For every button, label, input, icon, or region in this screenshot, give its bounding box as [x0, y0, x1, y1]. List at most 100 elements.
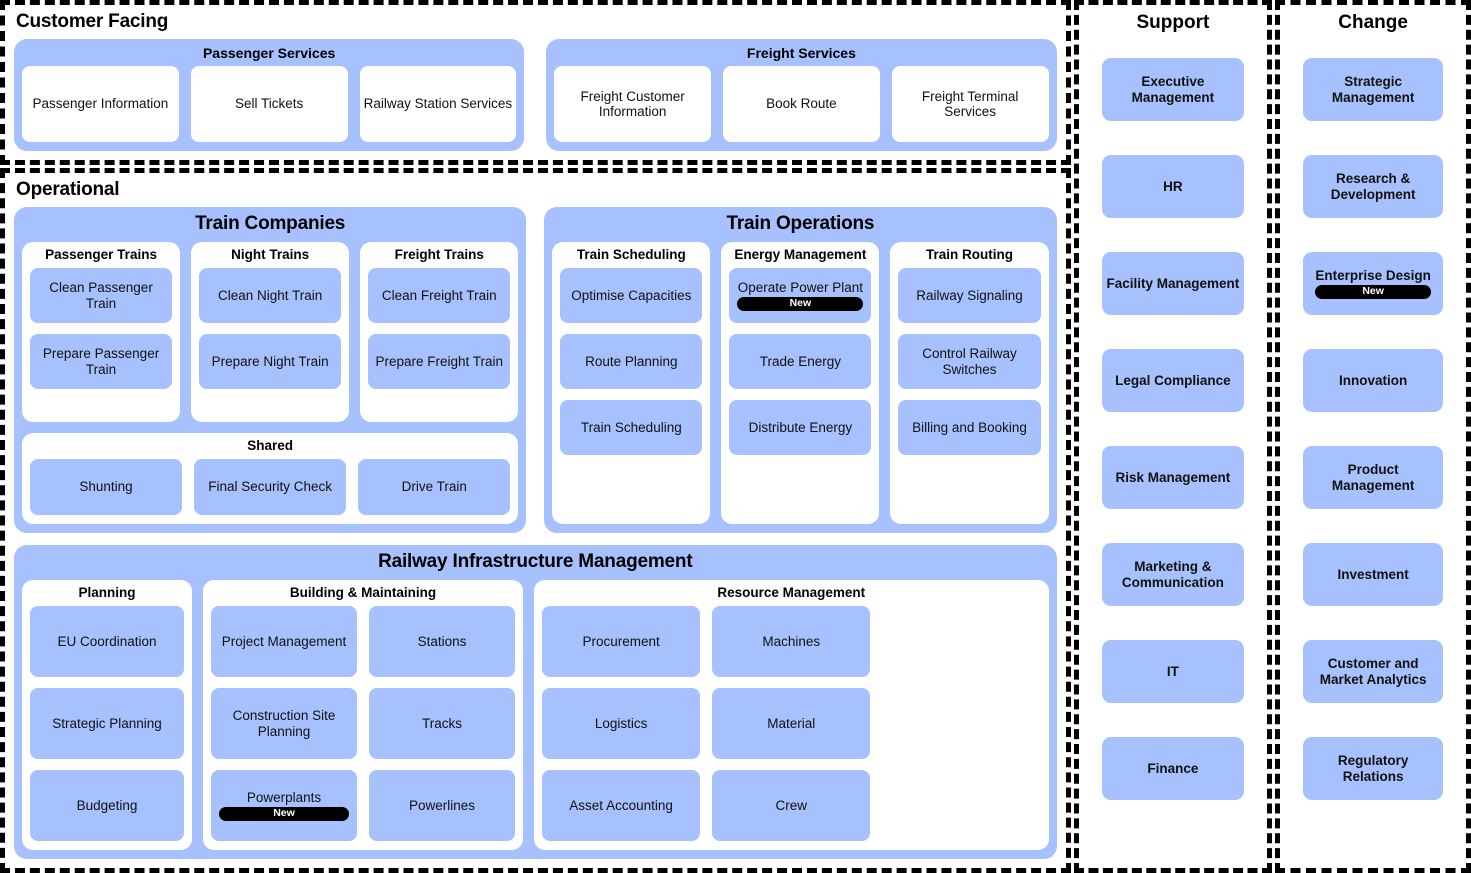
capability-tracks[interactable]: Tracks [369, 688, 515, 759]
capability-stations[interactable]: Stations [369, 606, 515, 677]
capability-railway-signaling[interactable]: Railway Signaling [898, 268, 1041, 323]
capability-executive-management[interactable]: Executive Management [1101, 58, 1245, 121]
capability-label: Logistics [594, 715, 648, 731]
capability-construction-site-planning[interactable]: Construction Site Planning [211, 688, 357, 759]
capability-risk-management[interactable]: Risk Management [1101, 446, 1245, 509]
capability-powerplants[interactable]: Powerplants New [211, 770, 357, 841]
change-capabilities: Strategic Management Research & Developm… [1280, 58, 1466, 868]
capability-label: Customer and Market Analytics [1319, 656, 1427, 687]
capability-label: Route Planning [585, 353, 678, 369]
capability-train-scheduling[interactable]: Train Scheduling [560, 400, 703, 455]
subgroup-planning[interactable]: Planning EU Coordination Strategic Plann… [22, 580, 192, 850]
capability-label: Railway Signaling [916, 287, 1023, 303]
capability-label: Control Railway Switches [922, 346, 1017, 377]
capability-legal-compliance[interactable]: Legal Compliance [1101, 349, 1245, 412]
group-railway-infrastructure-management[interactable]: Railway Infrastructure Management Planni… [14, 545, 1057, 859]
capability-label: Prepare Passenger Train [42, 346, 160, 377]
capability-regulatory-relations[interactable]: Regulatory Relations [1303, 737, 1443, 800]
capability-clean-passenger-train[interactable]: Clean Passenger Train [30, 268, 173, 323]
subgroup-shared[interactable]: Shared Shunting Final Security Check Dri… [22, 433, 519, 524]
capability-hr[interactable]: HR [1101, 155, 1245, 218]
capability-book-route[interactable]: Book Route [723, 66, 880, 142]
subgroup-building-and-maintaining[interactable]: Building & Maintaining Project Managemen… [203, 580, 523, 850]
layer-title-change: Change [1338, 12, 1408, 33]
capability-asset-accounting[interactable]: Asset Accounting [542, 770, 701, 841]
capability-label: Prepare Night Train [211, 353, 329, 369]
group-passenger-services[interactable]: Passenger Services Passenger Information… [14, 39, 525, 151]
group-freight-services[interactable]: Freight Services Freight Customer Inform… [546, 39, 1057, 151]
capability-label: Strategic Planning [52, 715, 162, 731]
capability-shunting[interactable]: Shunting [30, 459, 183, 515]
capability-label: Sell Tickets [234, 96, 304, 112]
subgroup-resource-management[interactable]: Resource Management Procurement Logistic… [534, 580, 1049, 850]
capability-distribute-energy[interactable]: Distribute Energy [729, 400, 872, 455]
capability-powerlines[interactable]: Powerlines [369, 770, 515, 841]
capability-strategic-management[interactable]: Strategic Management [1303, 58, 1443, 121]
capability-prepare-freight-train[interactable]: Prepare Freight Train [368, 334, 511, 389]
capability-marketing-and-communication[interactable]: Marketing & Communication [1101, 543, 1245, 606]
subgroup-energy-management[interactable]: Energy Management Operate Power Plant Ne… [721, 242, 880, 524]
capability-customer-and-market-analytics[interactable]: Customer and Market Analytics [1303, 640, 1443, 703]
capability-clean-night-train[interactable]: Clean Night Train [199, 268, 342, 323]
capability-label: Budgeting [76, 797, 138, 813]
capability-eu-coordination[interactable]: EU Coordination [30, 606, 184, 677]
layer-title-customer-facing: Customer Facing [16, 11, 169, 32]
capability-budgeting[interactable]: Budgeting [30, 770, 184, 841]
new-badge: New [219, 807, 349, 822]
capability-strategic-planning[interactable]: Strategic Planning [30, 688, 184, 759]
capability-finance[interactable]: Finance [1101, 737, 1245, 800]
capability-innovation[interactable]: Innovation [1303, 349, 1443, 412]
capability-material[interactable]: Material [712, 688, 871, 759]
capability-label: Operate Power Plant [737, 279, 864, 295]
capability-research-and-development[interactable]: Research & Development [1303, 155, 1443, 218]
subgroup-title-freight-trains: Freight Trains [394, 247, 484, 262]
capability-label: Freight Terminal Services [921, 88, 1019, 119]
capability-label: Billing and Booking [912, 419, 1027, 435]
capability-prepare-night-train[interactable]: Prepare Night Train [199, 334, 342, 389]
subgroup-passenger-trains[interactable]: Passenger Trains Clean Passenger Train P… [22, 242, 181, 422]
capability-passenger-information[interactable]: Passenger Information [22, 66, 179, 142]
capability-project-management[interactable]: Project Management [211, 606, 357, 677]
train-operations-subgroups: Train Scheduling Optimise Capacities Rou… [552, 242, 1049, 524]
capability-facility-management[interactable]: Facility Management [1101, 252, 1245, 315]
subgroup-night-trains[interactable]: Night Trains Clean Night Train Prepare N… [191, 242, 350, 422]
train-scheduling-capabilities: Optimise Capacities Route Planning Train… [560, 268, 703, 455]
capability-procurement[interactable]: Procurement [542, 606, 701, 677]
capability-label: Final Security Check [208, 479, 333, 495]
capability-trade-energy[interactable]: Trade Energy [729, 334, 872, 389]
capability-operate-power-plant[interactable]: Operate Power Plant New [729, 268, 872, 323]
capability-control-railway-switches[interactable]: Control Railway Switches [898, 334, 1041, 389]
capability-route-planning[interactable]: Route Planning [560, 334, 703, 389]
capability-enterprise-design[interactable]: Enterprise Design New [1303, 252, 1443, 315]
operational-top-row: Train Companies Passenger Trains Clean P… [14, 207, 1057, 533]
capability-investment[interactable]: Investment [1303, 543, 1443, 606]
subgroup-freight-trains[interactable]: Freight Trains Clean Freight Train Prepa… [360, 242, 519, 422]
capability-sell-tickets[interactable]: Sell Tickets [190, 66, 348, 142]
capability-product-management[interactable]: Product Management [1303, 446, 1443, 509]
group-train-companies[interactable]: Train Companies Passenger Trains Clean P… [14, 207, 527, 533]
capability-label: Optimise Capacities [571, 287, 692, 303]
capability-clean-freight-train[interactable]: Clean Freight Train [368, 268, 511, 323]
capability-drive-train[interactable]: Drive Train [358, 459, 511, 515]
capability-label: Train Scheduling [580, 419, 682, 435]
capability-crew[interactable]: Crew [712, 770, 871, 841]
capability-prepare-passenger-train[interactable]: Prepare Passenger Train [30, 334, 173, 389]
capability-label: Powerplants [246, 789, 322, 805]
capability-optimise-capacities[interactable]: Optimise Capacities [560, 268, 703, 323]
passenger-services-capabilities: Passenger Information Sell Tickets Railw… [22, 66, 517, 142]
capability-machines[interactable]: Machines [712, 606, 871, 677]
capability-freight-terminal-services[interactable]: Freight Terminal Services [891, 66, 1049, 142]
subgroup-train-scheduling[interactable]: Train Scheduling Optimise Capacities Rou… [552, 242, 711, 524]
subgroup-train-routing[interactable]: Train Routing Railway Signaling Control … [890, 242, 1049, 524]
capability-railway-station-services[interactable]: Railway Station Services [359, 66, 517, 142]
capability-billing-and-booking[interactable]: Billing and Booking [898, 400, 1041, 455]
support-capabilities: Executive Management HR Facility Managem… [1079, 58, 1268, 868]
capability-it[interactable]: IT [1101, 640, 1245, 703]
capability-freight-customer-information[interactable]: Freight Customer Information [554, 66, 712, 142]
capability-label: Enterprise Design [1315, 267, 1431, 283]
capability-logistics[interactable]: Logistics [542, 688, 701, 759]
capability-final-security-check[interactable]: Final Security Check [194, 459, 347, 515]
night-trains-capabilities: Clean Night Train Prepare Night Train [199, 268, 342, 389]
building-column-1: Project Management Construction Site Pla… [211, 606, 357, 841]
group-train-operations[interactable]: Train Operations Train Scheduling Optimi… [544, 207, 1057, 533]
